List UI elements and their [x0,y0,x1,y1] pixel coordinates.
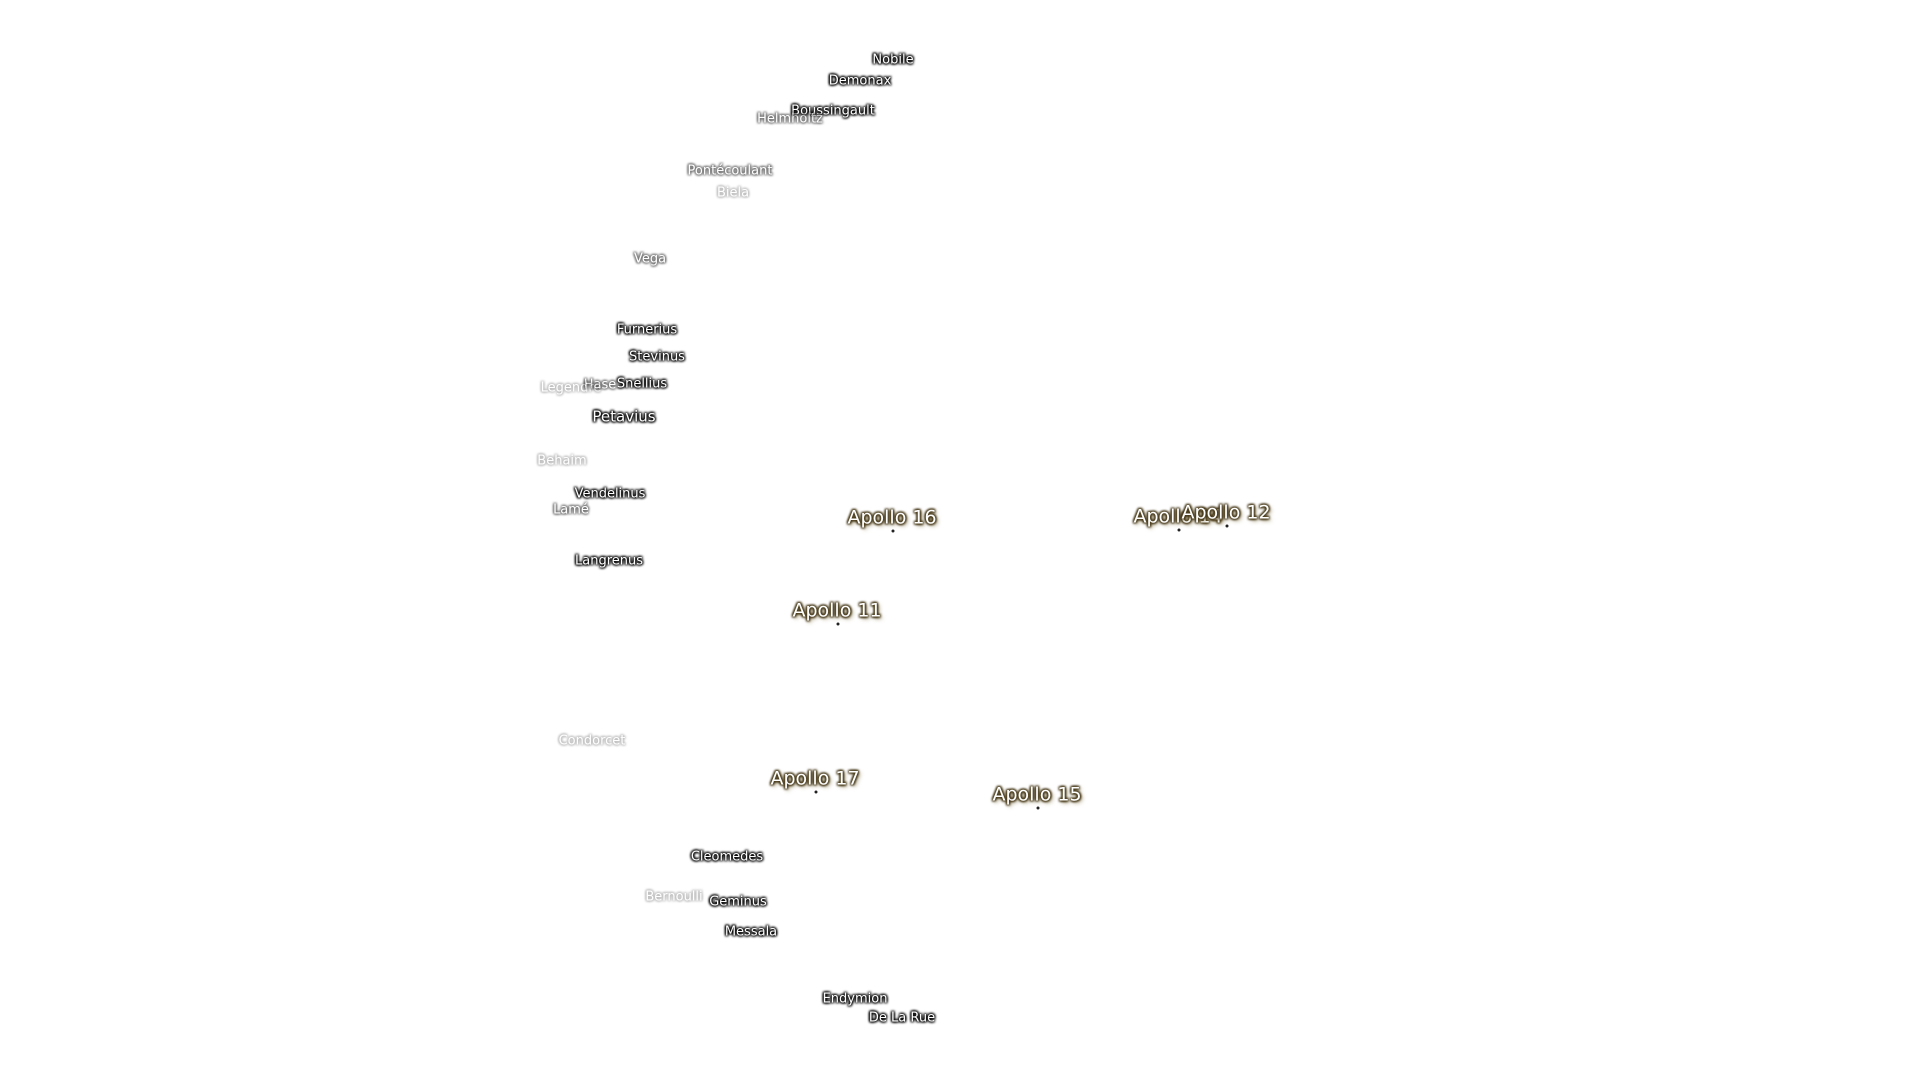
crater-label-behaim[interactable]: Behaim [537,453,587,469]
apollo-12-marker[interactable] [1225,524,1229,528]
crater-label-snellius[interactable]: Snellius [616,376,668,392]
crater-label-bernoulli[interactable]: Bernoulli [645,889,703,905]
apollo-17-label[interactable]: Apollo 17 [770,767,860,790]
crater-label-lame[interactable]: Lamé [553,502,589,518]
crater-label-demonax[interactable]: Demonax [828,73,892,89]
crater-label-furnerius[interactable]: Furnerius [616,322,678,338]
apollo-16-label[interactable]: Apollo 16 [847,506,937,529]
crater-label-legendre[interactable]: Legendre [540,380,602,396]
apollo-14-label[interactable]: Apollo 14 [1133,505,1223,528]
apollo-11-label[interactable]: Apollo 11 [792,599,882,622]
apollo-14-marker[interactable] [1177,528,1181,532]
crater-label-pontecoulant[interactable]: Pontécoulant [687,163,773,179]
crater-label-endymion[interactable]: Endymion [822,991,888,1007]
crater-label-langrenus[interactable]: Langrenus [574,553,644,569]
crater-label-de-la-rue[interactable]: De La Rue [868,1010,936,1026]
apollo-17-marker[interactable] [814,790,818,794]
crater-label-vendelinus[interactable]: Vendelinus [574,486,646,502]
apollo-11-marker[interactable] [836,622,840,626]
crater-label-stevinus[interactable]: Stevinus [629,349,685,365]
apollo-15-marker[interactable] [1036,806,1040,810]
crater-label-nobile[interactable]: Nobile [872,52,914,68]
crater-label-helmholtz[interactable]: Helmholtz [757,111,823,127]
apollo-12-label[interactable]: Apollo 12 [1181,501,1271,524]
crater-label-vega[interactable]: Vega [633,251,667,267]
crater-label-biela[interactable]: Biela [716,185,750,201]
apollo-15-label[interactable]: Apollo 15 [992,783,1082,806]
crater-label-geminus[interactable]: Geminus [709,894,767,910]
crater-label-condorcet[interactable]: Condorcet [558,733,626,749]
crater-label-messala[interactable]: Messala [724,924,778,940]
crater-label-hase[interactable]: Hase [583,377,617,393]
crater-label-boussingault[interactable]: Boussingault [791,103,875,119]
crater-label-petavius[interactable]: Petavius [592,407,656,426]
apollo-16-marker[interactable] [891,529,895,533]
crater-label-cleomedes[interactable]: Cleomedes [690,849,764,865]
